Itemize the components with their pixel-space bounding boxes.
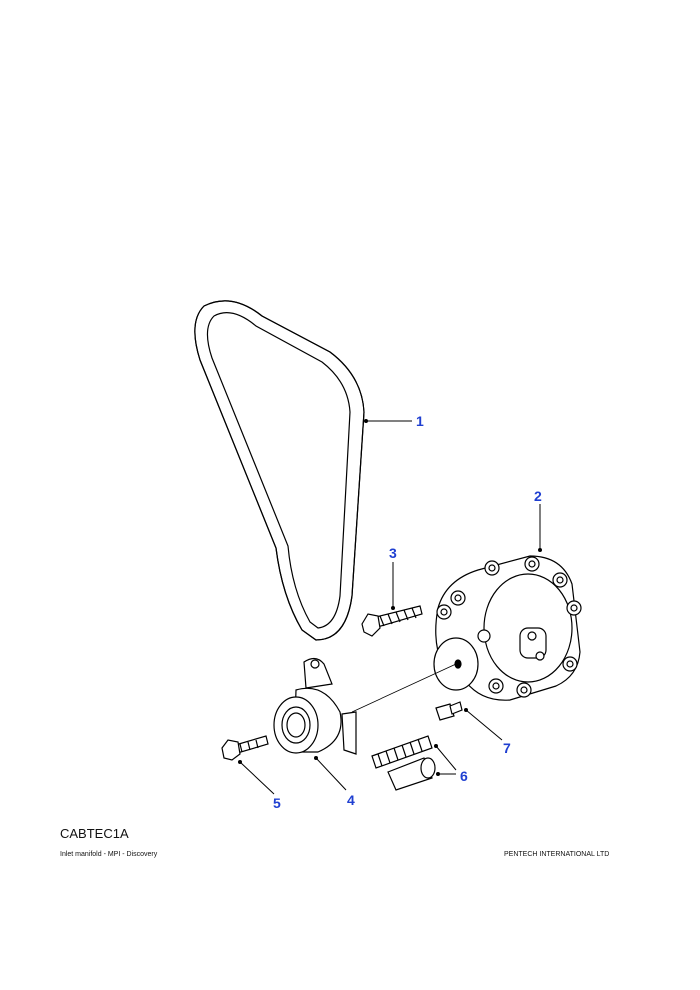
figure-reference-code: CABTEC1A bbox=[60, 826, 129, 841]
leader-5 bbox=[239, 761, 275, 795]
footer-section-title: Inlet manifold - MPI - Discovery bbox=[60, 851, 158, 858]
leader-4 bbox=[315, 757, 347, 791]
callout-6: 6 bbox=[460, 768, 468, 784]
callout-7: 7 bbox=[503, 740, 511, 756]
timing-belt bbox=[194, 300, 365, 641]
callout-3: 3 bbox=[389, 545, 397, 561]
callout-leaders bbox=[239, 420, 541, 795]
tensioner-spring-and-sleeve bbox=[371, 735, 436, 791]
footer-publisher: PENTECH INTERNATIONAL LTD bbox=[504, 851, 610, 858]
leader-dots bbox=[238, 419, 542, 776]
tensioner-bolt-short bbox=[221, 735, 269, 761]
tensioner-pulley bbox=[273, 657, 357, 755]
callout-2: 2 bbox=[534, 488, 542, 504]
leader-7 bbox=[465, 709, 503, 741]
water-pump-housing bbox=[433, 555, 582, 701]
callout-1: 1 bbox=[416, 413, 424, 429]
callout-5: 5 bbox=[273, 795, 281, 811]
callout-4: 4 bbox=[347, 792, 355, 808]
assembly-centerline bbox=[351, 663, 457, 713]
tensioner-stud bbox=[435, 701, 463, 721]
tensioner-bolt-long bbox=[361, 605, 423, 637]
leader-6b bbox=[435, 745, 457, 771]
